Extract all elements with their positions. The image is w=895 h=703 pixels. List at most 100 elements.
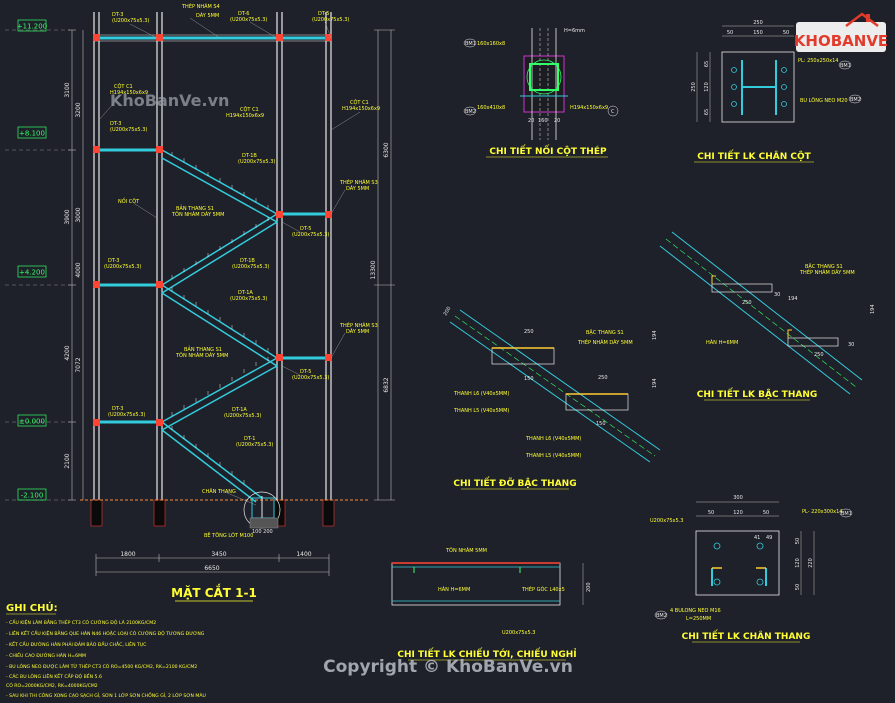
do-bac-title: CHI TIẾT ĐỠ BẬC THANG (453, 476, 576, 489)
noi-cot-dim: 20 (554, 118, 560, 124)
bottom-dimensions: 1800 3450 1400 6650 (95, 551, 330, 576)
dim-total: 6650 (204, 565, 219, 572)
section-labels: DT-3 (U200x75x5.3) THÉP NHÁM S4 DÀY 5MM … (104, 2, 380, 539)
footings (80, 499, 370, 527)
label-dt3-8100: DT-3 (110, 121, 121, 127)
watermark-copyright: Copyright © KhoBanVe.vn (323, 657, 573, 677)
lk-bac-dim: 250 (742, 300, 752, 306)
detail-chan-cot: 250 50 150 50 250 65 120 65 PL: 250x250x… (691, 20, 862, 163)
level-label: +4.200 (19, 269, 45, 277)
label-dt5-low-sub: (U200x75x5.3) (292, 375, 329, 381)
chan-thang-small: 49 (766, 535, 772, 541)
detail-lk-bac-thang: BẬC THANG S1 THÉP NHÁM DÀY 5MM HÀN H=6MM… (659, 231, 876, 401)
label-dt1b-b-sub: (U200x75x5.3) (232, 264, 269, 270)
dim-left: 3900 (64, 209, 71, 224)
label-dt3-8100-sub: (U200x75x5.3) (110, 127, 147, 133)
lk-bac-dim: 194 (870, 304, 876, 314)
label-thep-nham-s3-b-sub: DÀY 5MM (346, 328, 369, 335)
do-bac-dim: 150 (596, 421, 606, 427)
dim-left-small: 3000 (75, 207, 82, 222)
label-be-tong-dims: 100 200 (252, 529, 273, 535)
columns (93, 12, 332, 500)
section-title: MẶT CẮT 1-1 (171, 584, 257, 600)
label-dt3-000: DT-3 (112, 406, 123, 412)
label-dt1-sub: (U200x75x5.3) (236, 442, 273, 448)
chan-cot-title: CHI TIẾT LK CHÂN CỘT (697, 149, 811, 162)
chieu-toi-dim: 200 (586, 582, 592, 592)
right-dimensions: 6300 13300 6832 (370, 29, 395, 501)
stair-flights (161, 149, 278, 503)
lk-bac-label: BẬC THANG S1 (805, 263, 843, 270)
noi-cot-title: CHI TIẾT NỐI CỘT THÉP (489, 144, 607, 157)
label-dt1a-b: DT-1A (232, 407, 247, 413)
chan-cot-side: 65 (704, 61, 710, 67)
noi-cot-bm2-size: 160x410x8 (477, 105, 505, 111)
do-bac-label: THANH L5 (V40x5MM) (525, 453, 581, 459)
noi-cot-h-label: H=6mm (564, 28, 585, 34)
dim-right: 6300 (383, 142, 390, 157)
noi-cot-dim: 160 (538, 118, 548, 124)
label-dt1b-b: DT-1B (240, 258, 255, 264)
dim-left-small: 4000 (75, 262, 82, 277)
chan-cot-bolt: BU LÔNG NEO M20 (800, 97, 848, 104)
dim-left-small: 3200 (75, 102, 82, 117)
label-dt3-000-sub: (U200x75x5.3) (108, 412, 145, 418)
label-ban-thang-s1-b: BẢN THANG S1 (184, 345, 222, 353)
noi-cot-h-section: H194x150x6x9 (570, 105, 608, 111)
chan-cot-tag: BM2 (850, 97, 861, 103)
note-item: - BU LÔNG NEO ĐƯỢC LÀM TỪ THÉP CT3 CÓ RO… (6, 662, 197, 670)
notes-heading: GHI CHÚ: (6, 601, 58, 614)
dim-right: 13300 (370, 260, 377, 279)
label-dt5-top-sub: (U200x75x5.3) (312, 17, 349, 23)
lk-bac-dim: 30 (774, 292, 780, 298)
chan-thang-total: 300 (733, 495, 743, 501)
label-thep-nham-top: THÉP NHÁM S4 (181, 2, 220, 10)
label-noi-cot: NỐI CỘT (118, 197, 140, 205)
watermark: KhoBanVe.vn KHOBANVE Copyright © KhoBanV… (110, 12, 888, 677)
lk-bac-label: THÉP NHÁM DÀY 5MM (799, 268, 855, 276)
left-dimensions: 3100 3900 4200 2100 3200 3000 4000 7072 (64, 29, 84, 501)
note-item: - CÁC BU LÔNG LIÊN KẾT CẤP ĐỘ BỀN 5.6 (6, 672, 102, 680)
chan-thang-label: U200x75x5.3 (650, 518, 683, 524)
label-dt5-low: DT-5 (300, 369, 311, 375)
dim-bottom: 1800 (120, 551, 135, 558)
label-dt1a: DT-1A (238, 290, 253, 296)
label-cot-c1-left: CỘT C1 (114, 83, 133, 90)
label-cot-c1-right-sub: H194x150x6x9 (342, 106, 380, 112)
label-chan-thang: CHÂN THANG (202, 488, 236, 495)
chan-thang-dim: 50 (763, 510, 769, 516)
noi-cot-bm1-size: 160x160x8 (477, 41, 505, 47)
label-thep-nham-top-sub: DÀY 5MM (196, 12, 219, 19)
chan-thang-dim: 120 (733, 510, 743, 516)
note-item: CÓ RO=2000KG/CM2, RK=4000KG/CM2 (6, 682, 98, 689)
noi-cot-bm2: BM2 (465, 109, 476, 115)
chan-thang-title: CHI TIẾT LK CHÂN THANG (682, 629, 811, 642)
chan-thang-side: 50 (795, 538, 801, 544)
note-item: - CHIỀU CAO ĐƯỜNG HÀN H=6MM (6, 651, 86, 659)
stair-foot-callout (243, 491, 281, 529)
general-notes: GHI CHÚ: - CẤU KIỆN LÀM BẰNG THÉP CT3 CÓ… (6, 601, 206, 699)
section-1-1: +11.200 +8.100 +4.200 ±0.000 -2.100 3100… (5, 2, 395, 602)
label-thep-nham-s3-a-sub: DÀY 5MM (346, 185, 369, 192)
chan-cot-side: 120 (704, 82, 710, 92)
label-ban-thang-s1-b-sub: TÔN NHÁM DÀY 5MM (175, 352, 228, 359)
do-bac-label: THANH L6 (V40x5MM) (453, 391, 509, 397)
level-label: +8.100 (19, 130, 45, 138)
chan-thang-small: 41 (754, 535, 760, 541)
watermark-site-text: KhoBanVe.vn (110, 91, 229, 110)
chan-thang-tag: BM2 (656, 613, 667, 619)
chan-thang-side: 120 (795, 558, 801, 568)
stair-steps (171, 152, 269, 484)
detail-do-bac-thang: BẬC THANG S1 THÉP NHÁM DÀY 5MM THANH L6 … (443, 306, 661, 490)
chan-thang-label: L=250MM (686, 616, 711, 622)
do-bac-dim: 194 (652, 330, 658, 340)
label-dt1b: DT-1B (242, 153, 257, 159)
do-bac-dim: 200 (443, 306, 453, 317)
detail-chan-thang: 300 50 120 50 220 50 120 50 U200x75x5.3 … (650, 495, 853, 643)
dim-right: 6832 (383, 377, 390, 392)
label-dt1: DT-1 (244, 436, 255, 442)
note-item: - LIÊN KẾT CẤU KIỆN BẰNG QUE HÀN N46 HOẶ… (6, 629, 205, 637)
chan-cot-dim: 50 (783, 30, 789, 36)
label-dt3-top: DT-3 (112, 12, 123, 18)
